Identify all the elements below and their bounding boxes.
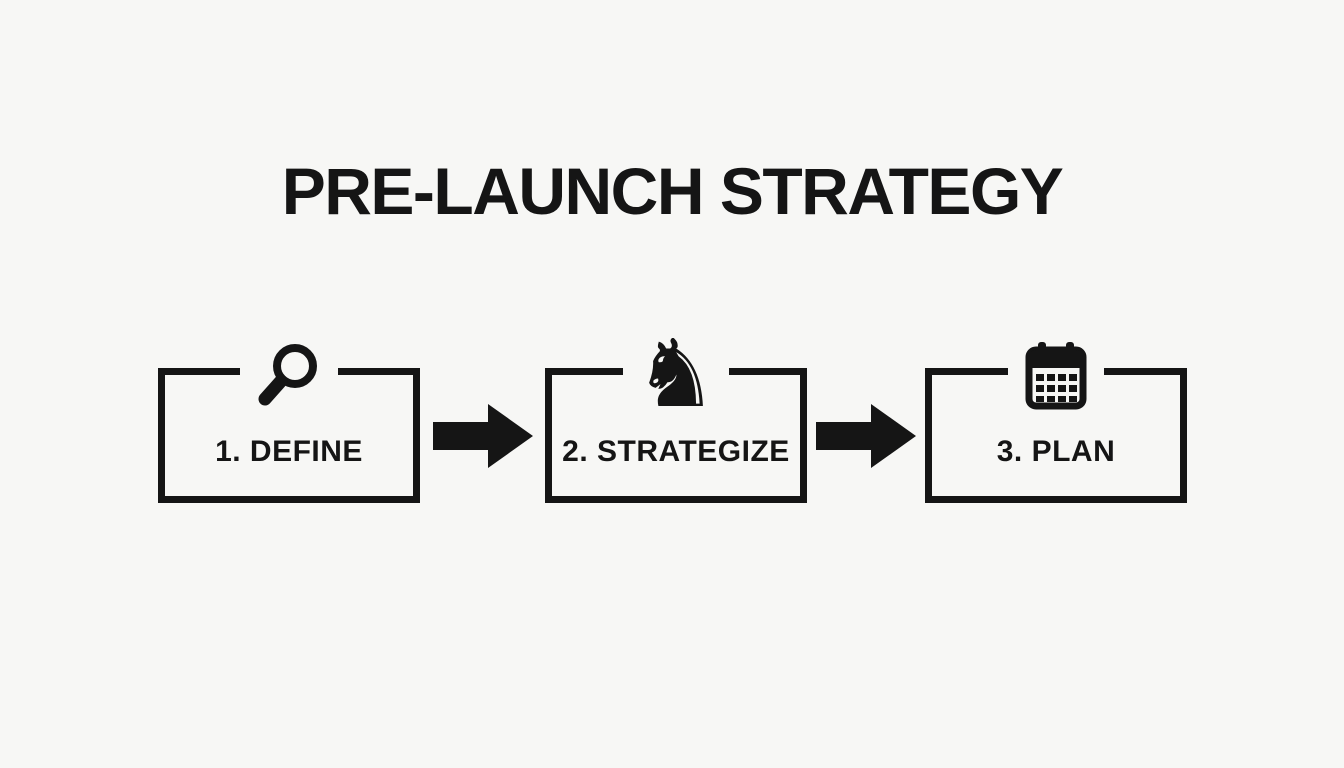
svg-text:♞: ♞ (637, 338, 715, 414)
magnifier-icon (258, 344, 317, 406)
arrow-right-icon (432, 403, 533, 468)
step-3-label: 3. PLAN (996, 435, 1116, 468)
chess-knight-icon: ♞ (637, 338, 715, 414)
calendar-icon (1025, 342, 1087, 410)
step-box-define: 1. DEFINE (158, 338, 420, 503)
connector-1 (420, 368, 545, 503)
step-box-strategize: ♞ 2. STRATEGIZE (545, 338, 807, 503)
page-title: PRE-LAUNCH STRATEGY (281, 154, 1064, 228)
arrow-right-icon (816, 403, 916, 468)
connector-2 (807, 368, 925, 503)
step-3-icon-wrap (1008, 338, 1104, 414)
step-1-label: 1. DEFINE (215, 435, 363, 468)
process-flow: 1. DEFINE ♞ 2. STRATEGIZE (158, 338, 1187, 503)
step-1-icon-wrap (240, 338, 338, 414)
step-box-plan: 3. PLAN (925, 338, 1187, 503)
step-2-label: 2. STRATEGIZE (562, 435, 790, 468)
step-2-icon-wrap: ♞ (623, 338, 729, 414)
